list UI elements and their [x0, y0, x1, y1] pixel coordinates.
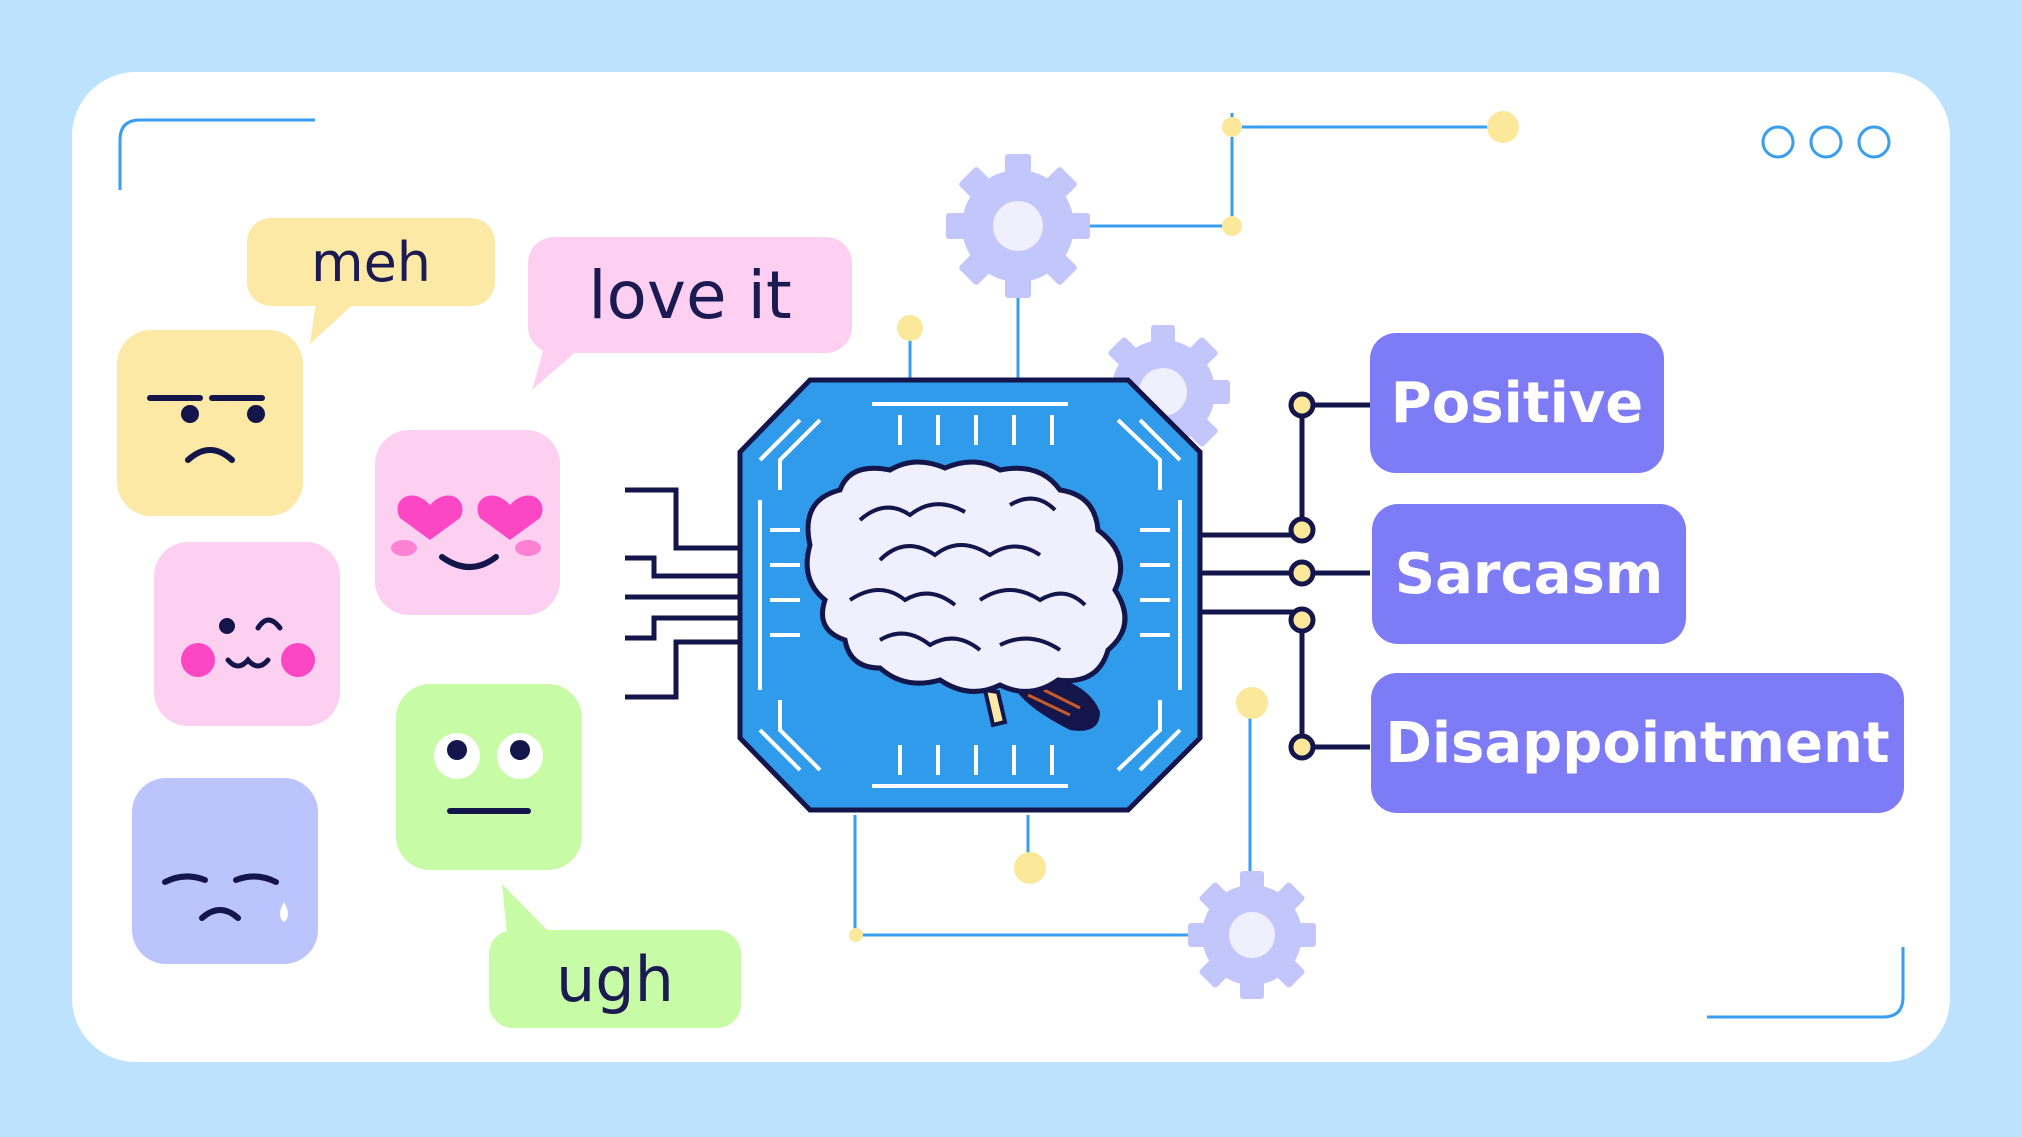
gear-icon: [946, 154, 1090, 298]
window-controls[interactable]: [1761, 125, 1891, 159]
annoyed-face-icon: [117, 330, 303, 516]
circle-icon: [1857, 125, 1891, 159]
input-wires: [625, 487, 742, 700]
brain-icon: [804, 459, 1128, 731]
corner-bracket-top-left: [118, 118, 315, 190]
speech-bubble-meh: [247, 218, 495, 344]
circuit-nodes: [849, 111, 1519, 942]
circle-icon: [1761, 125, 1795, 159]
label-positive[interactable]: Positive: [1370, 333, 1664, 473]
output-wires: [1200, 402, 1370, 750]
sad-face-icon: [132, 778, 318, 964]
label-disappointment[interactable]: Disappointment: [1371, 673, 1904, 813]
corner-bracket-bottom-right: [1707, 947, 1905, 1019]
speech-bubble-love-it: [528, 237, 852, 390]
neutral-face-icon: [396, 684, 582, 870]
gear-icon: [1188, 871, 1316, 999]
winking-face-icon: [154, 542, 340, 726]
circle-icon: [1809, 125, 1843, 159]
output-nodes: [1288, 391, 1316, 761]
brain-chip-icon: [737, 377, 1203, 813]
heart-eyes-face-icon: [375, 430, 560, 615]
speech-bubble-ugh: [489, 884, 741, 1028]
label-sarcasm[interactable]: Sarcasm: [1372, 504, 1686, 644]
